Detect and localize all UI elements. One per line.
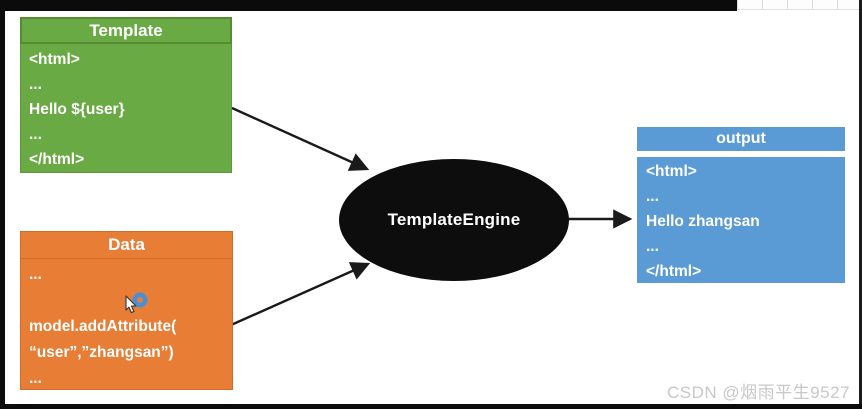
data-code-line — [29, 288, 232, 314]
data-box-title: Data — [108, 235, 145, 254]
output-box-title: output — [716, 130, 766, 147]
output-code-line: ... — [646, 238, 659, 255]
csdn-watermark: CSDN @烟雨平生9527 — [667, 383, 850, 402]
template-engine-label: TemplateEngine — [387, 210, 521, 229]
data-code-line: ... — [29, 266, 42, 283]
output-code-line: Hello zhangsan — [646, 213, 760, 230]
top-letterbox-bar — [0, 0, 737, 11]
output-box-body: <html> ... Hello zhangsan ... </html> — [637, 157, 845, 283]
template-code-line: ... — [29, 126, 42, 143]
output-code-line: <html> — [646, 163, 697, 180]
bottom-letterbox-bar — [0, 404, 862, 409]
output-code-line: ... — [646, 188, 659, 205]
template-code-line: </html> — [29, 151, 85, 168]
arrow-data-to-engine — [230, 262, 371, 327]
data-code-line: “user”,”zhangsan”) — [29, 344, 174, 361]
right-edge-line — [859, 0, 862, 409]
data-code-line: ... — [29, 370, 42, 387]
template-box-body: <html> ... Hello ${user} ... </html> — [20, 44, 232, 173]
template-code-line: <html> — [29, 51, 80, 68]
template-code-line: ... — [29, 76, 42, 93]
left-letterbox-strip — [0, 0, 5, 409]
output-code-line: </html> — [646, 263, 702, 280]
template-box-header: Template — [20, 17, 232, 44]
template-code-line: Hello ${user} — [29, 101, 125, 118]
top-right-grid-strip — [737, 0, 862, 10]
data-box-body: ... model.addAttribute( “user”,”zhangsan… — [20, 259, 233, 390]
template-box-title: Template — [89, 20, 163, 40]
template-engine-node: TemplateEngine — [339, 159, 569, 281]
output-box-header: output — [637, 127, 845, 151]
data-box-header: Data — [20, 231, 233, 259]
data-code-line: model.addAttribute( — [29, 318, 177, 335]
arrow-template-to-engine — [231, 106, 370, 171]
